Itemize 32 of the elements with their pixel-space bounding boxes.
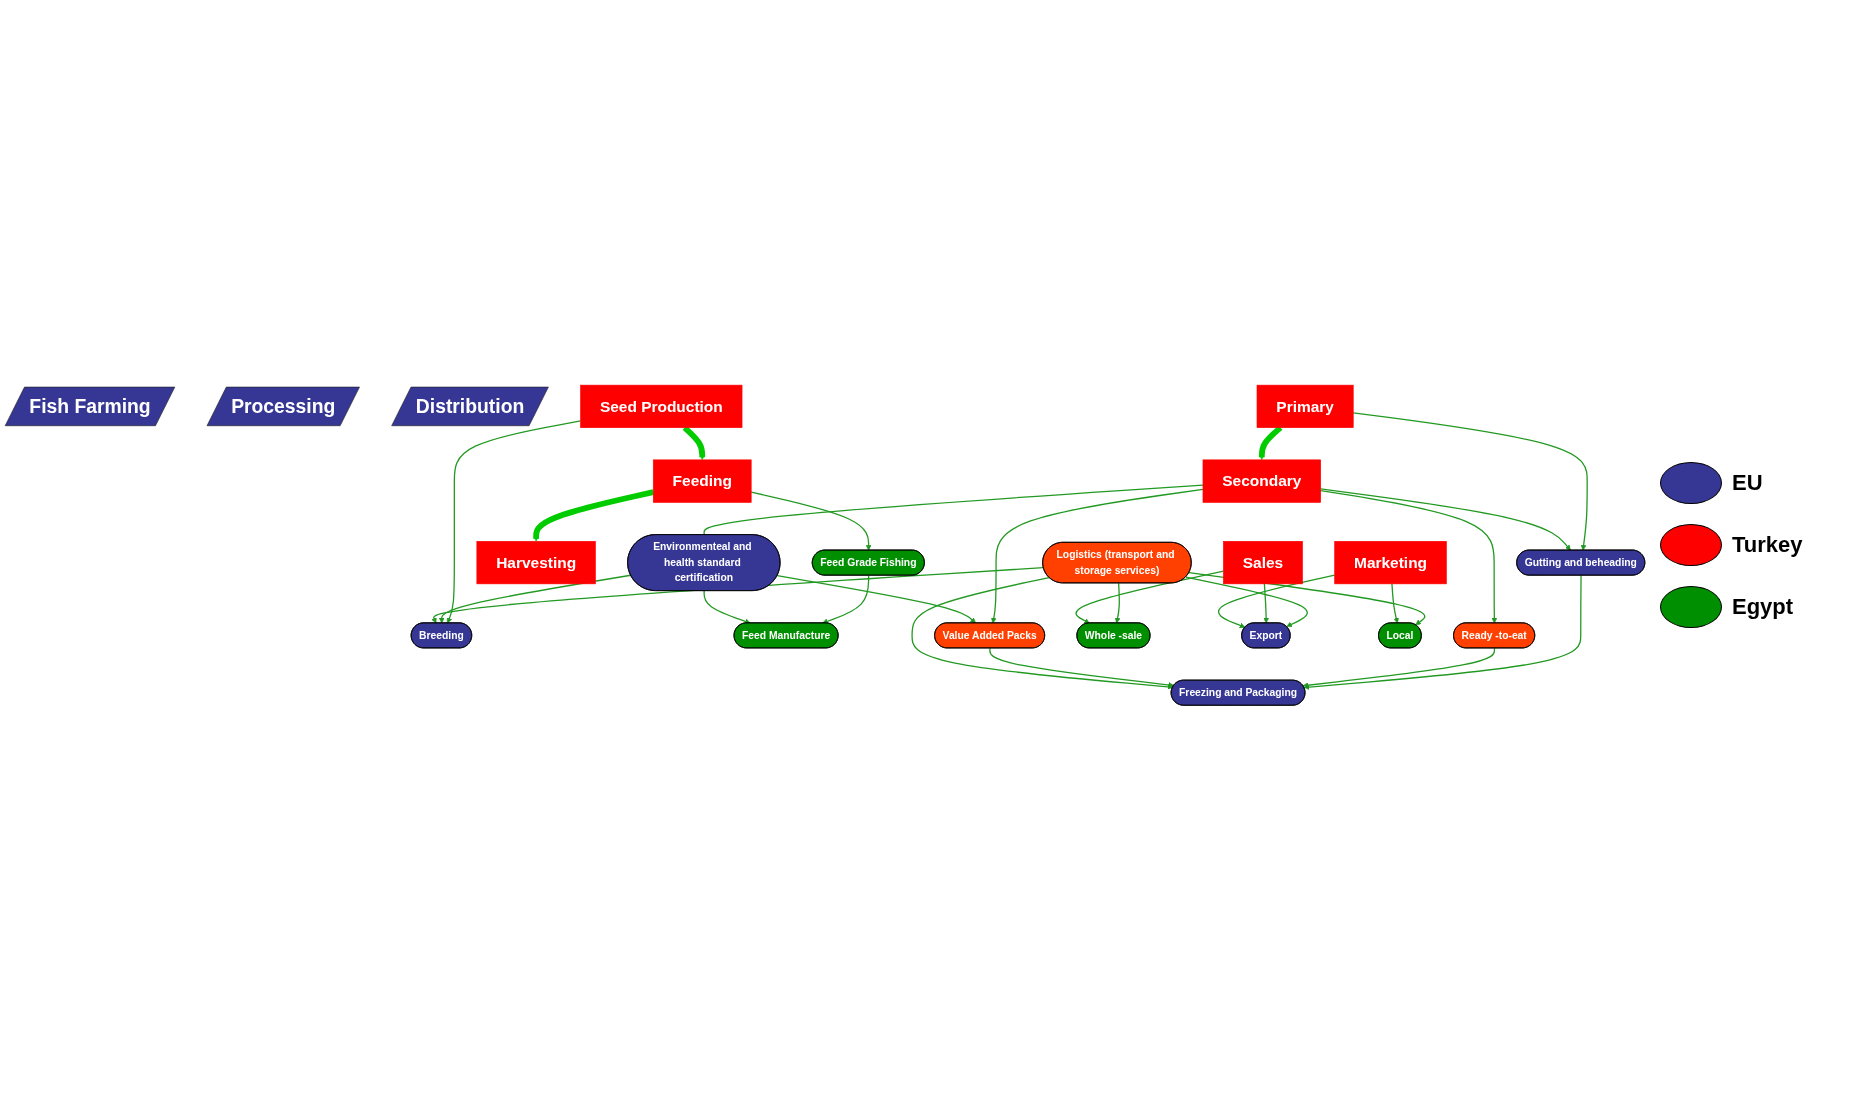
arrow bbox=[1075, 570, 1225, 624]
arrow bbox=[1391, 583, 1399, 624]
arrow bbox=[1302, 647, 1496, 688]
arrow bbox=[438, 574, 632, 624]
arrow bbox=[1263, 583, 1269, 624]
node-box: Seed Production bbox=[580, 384, 743, 428]
arrow bbox=[1320, 489, 1498, 624]
node-box: Sales bbox=[1223, 540, 1303, 584]
node-box: Marketing bbox=[1334, 540, 1447, 584]
legend-text: EU bbox=[1732, 470, 1763, 496]
arrow bbox=[703, 590, 751, 624]
node-box: Feeding bbox=[652, 459, 752, 503]
arrow bbox=[1352, 411, 1588, 551]
arrow bbox=[750, 491, 872, 551]
arrow bbox=[989, 647, 1175, 688]
arrow bbox=[446, 420, 582, 624]
legend-text: Egypt bbox=[1732, 594, 1794, 620]
arrow bbox=[1114, 582, 1121, 624]
arrow bbox=[1185, 576, 1308, 627]
arrow bbox=[822, 574, 870, 624]
arrow bbox=[1218, 574, 1336, 628]
node-box: Harvesting bbox=[476, 540, 596, 584]
node-box: Primary bbox=[1256, 384, 1354, 428]
arrow bbox=[1303, 574, 1582, 690]
connector bbox=[703, 484, 1204, 536]
arrow bbox=[991, 488, 1204, 624]
legend-text: Turkey bbox=[1732, 532, 1803, 558]
arrow bbox=[1320, 488, 1571, 551]
arrow bbox=[533, 489, 654, 542]
node-box: Secondary bbox=[1202, 459, 1321, 503]
arrow bbox=[776, 574, 977, 624]
arrow bbox=[911, 576, 1174, 690]
